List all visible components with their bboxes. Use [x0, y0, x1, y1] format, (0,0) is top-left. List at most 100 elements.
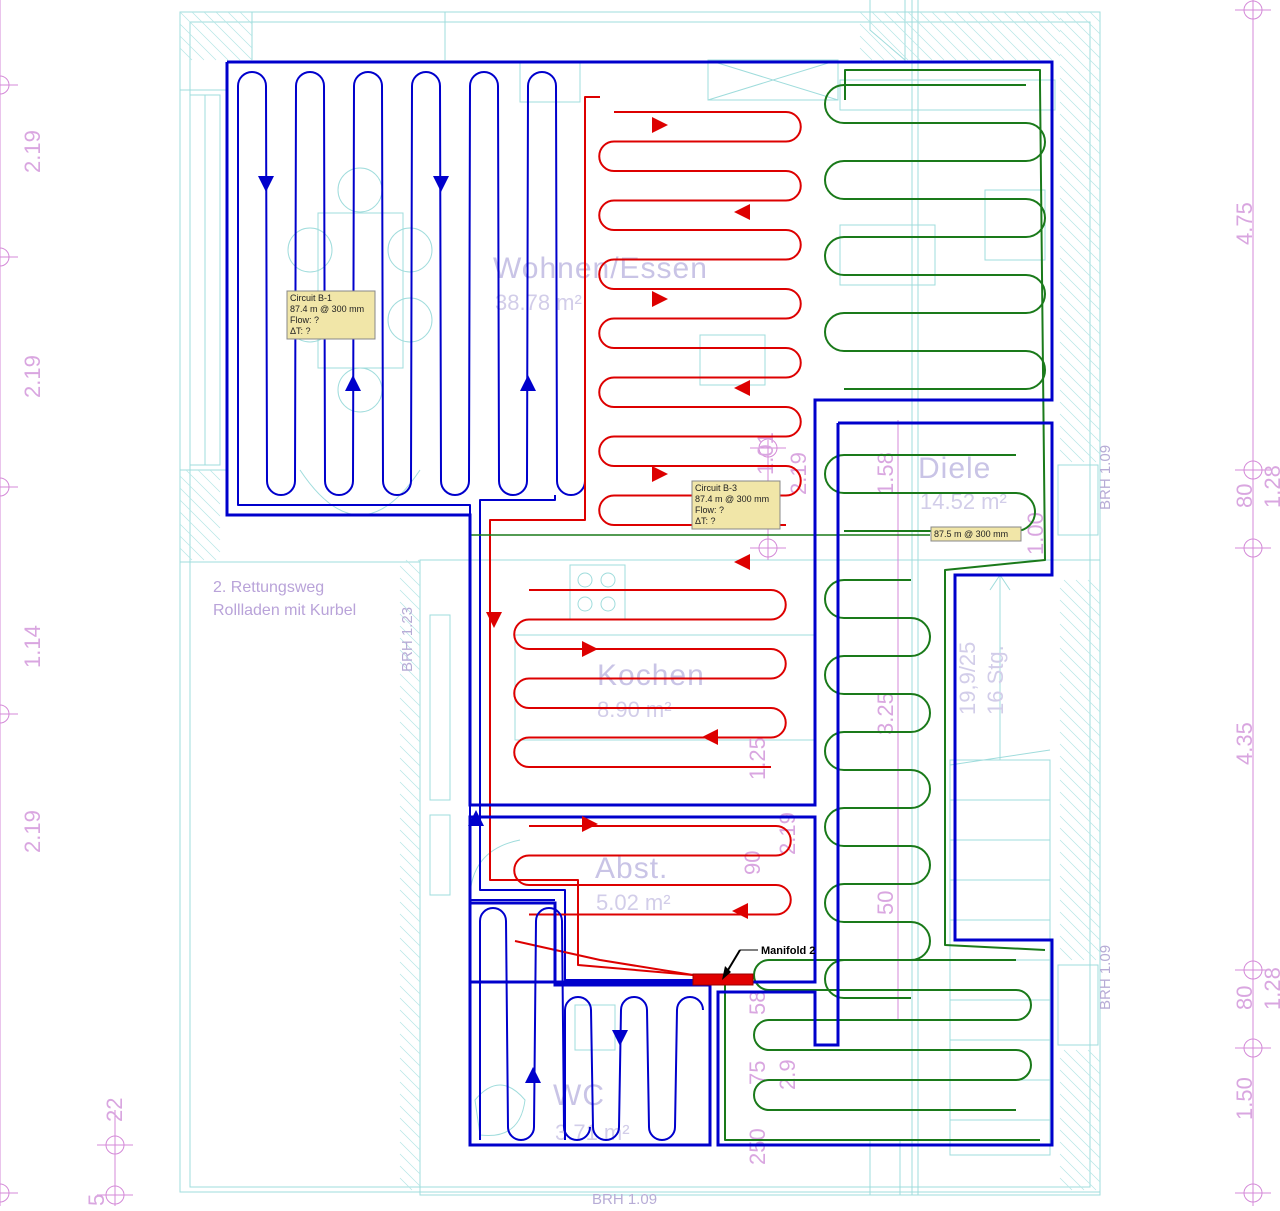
hatch-line [1003, 11, 1053, 61]
hatch-line [399, 1117, 421, 1139]
hatch-line [1059, 41, 1101, 83]
hatch-line [1059, 803, 1101, 845]
hatch-line [1059, 113, 1101, 155]
manifold-bar[interactable] [692, 973, 754, 986]
hatch-right-lower [1059, 1049, 1101, 1191]
hatch-line [1051, 11, 1061, 21]
hatch-line [1059, 221, 1101, 263]
loop-abst-return [514, 940, 694, 976]
dim-inner-3: 1.58 [873, 452, 898, 495]
hatch-line [1059, 911, 1101, 953]
hatch-line [1059, 269, 1101, 311]
flow-arrow-b3-3 [652, 291, 668, 307]
dim-inner-10: 58 [745, 991, 770, 1015]
hatch-line [1077, 11, 1101, 35]
circuit-b3-line-1: Circuit B-3 [695, 483, 737, 493]
hatch-line [1059, 17, 1101, 59]
brh-label-4: BRH 1.09 [592, 1191, 657, 1206]
circuit-tag-green[interactable]: 87.5 m @ 300 mm [930, 526, 1022, 542]
hatch-line [1059, 1093, 1101, 1135]
hatch-line [1059, 947, 1073, 961]
hatch-line [1059, 257, 1101, 299]
circuit-b3-line-3: Flow: ? [695, 505, 724, 515]
hatch-line [399, 1105, 421, 1127]
loop-kitchen [513, 589, 787, 768]
room-name-kochen: Kochen [597, 659, 705, 692]
hatch-line [871, 11, 921, 61]
hatch-line [399, 1009, 421, 1031]
hatch-line [399, 1081, 421, 1103]
dim-bottom-left-1: 22 [102, 1098, 127, 1122]
hatch-line [1059, 707, 1101, 749]
dimension-labels-bottom-left: 22 5 [84, 1098, 127, 1206]
flow-arrow-kitchen-1 [582, 641, 598, 657]
hatch-line [399, 925, 421, 947]
loop-b3-supply [489, 96, 694, 976]
hatch-line [399, 805, 421, 827]
hatch-line [399, 661, 421, 683]
hatch-line [399, 1021, 421, 1043]
hatch-line [1059, 161, 1101, 203]
flow-arrow-junction [468, 810, 484, 826]
hatch-line [399, 685, 421, 707]
hatch-line [1059, 623, 1101, 665]
hatch-line [1059, 719, 1101, 761]
hatch-line [399, 745, 421, 767]
dim-inner-9: 50 [873, 891, 898, 915]
hatch-line [399, 1045, 421, 1067]
hatch-line [179, 511, 221, 553]
hatch-line [1059, 77, 1101, 119]
circuit-tag-b3[interactable]: Circuit B-3 87.4 m @ 300 mm Flow: ? ΔT: … [691, 480, 781, 530]
dimension-labels-left: 2.19 2.19 1.14 2.19 [20, 130, 45, 853]
hatch-line [907, 11, 957, 61]
flow-arrow-b1-2 [433, 176, 449, 192]
hatch-line [1059, 353, 1101, 395]
room-area-kochen: 8.90 m² [597, 697, 672, 722]
flow-arrow-kitchen-2 [702, 729, 718, 745]
flow-arrow-b3-4 [734, 380, 750, 396]
dim-left-1: 2.19 [20, 130, 45, 173]
hatch-line [1059, 647, 1101, 689]
hatch-line [1065, 11, 1101, 47]
hatch-line [399, 817, 421, 839]
hatch-right-upper [1059, 11, 1101, 463]
hatch-line [179, 499, 221, 541]
hatch-line [399, 1093, 421, 1115]
hatch-line [1059, 149, 1101, 191]
circuit-b1-line-2: 87.4 m @ 300 mm [290, 304, 364, 314]
hatch-line [859, 23, 897, 61]
circuit-tag-b1[interactable]: Circuit B-1 87.4 m @ 300 mm Flow: ? ΔT: … [286, 290, 376, 340]
hatch-line [399, 697, 421, 719]
hatch-line [1059, 281, 1101, 323]
hatch-line [1059, 659, 1101, 701]
hatch-line [179, 523, 217, 561]
manifold-arrowhead [722, 966, 731, 980]
dim-bottom-left-2: 5 [84, 1194, 109, 1206]
hatch-line [179, 11, 229, 61]
hatch-line [1059, 887, 1101, 929]
hatch-line [1059, 185, 1101, 227]
dim-inner-5: 3.25 [873, 692, 898, 735]
hatch-line [399, 1141, 421, 1163]
flow-arrow-abst-2 [732, 903, 748, 919]
loop-b1-supply [237, 495, 555, 901]
hatch-line [399, 997, 421, 1019]
hatch-line [1059, 743, 1101, 785]
hatch-left-lower [179, 469, 221, 561]
notes: 2. Rettungsweg Rollladen mit Kurbel [213, 579, 356, 619]
hatch-line [399, 721, 421, 743]
dim-right-6: 1.28 [1260, 967, 1280, 1010]
hatch-line [1059, 137, 1101, 179]
hatch-right-middle [1059, 579, 1101, 961]
circuit-b3-line-2: 87.4 m @ 300 mm [695, 494, 769, 504]
flow-arrow-wc-2 [612, 1030, 628, 1046]
hatch-line [1059, 731, 1101, 773]
hatch-line [179, 35, 205, 61]
hatch-line [991, 11, 1041, 61]
hatch-line [185, 469, 221, 505]
hatch-top-right [859, 11, 1061, 61]
hatch-line [1059, 1105, 1101, 1147]
hatch-line [895, 11, 945, 61]
hatch-line [399, 649, 421, 671]
